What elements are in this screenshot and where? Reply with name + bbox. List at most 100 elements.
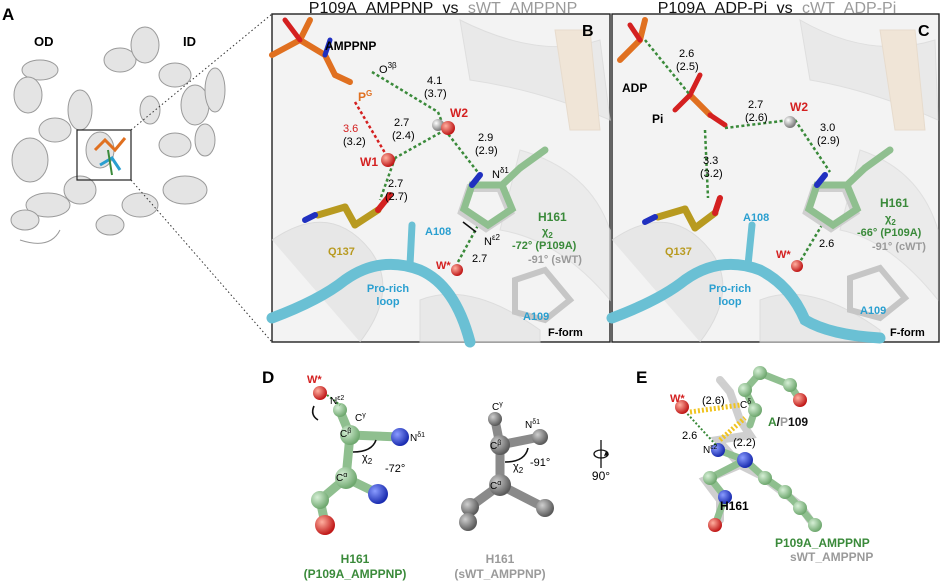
protein-cartoon: [10, 26, 226, 236]
title-b-main: P109A_AMPPNP: [309, 0, 433, 17]
h161-label-b: H161: [538, 210, 567, 224]
w2-label: W2: [450, 106, 468, 120]
q137-label: Q137: [328, 246, 355, 258]
pro-rich-loop-tube-c: [606, 258, 886, 344]
loop-label-2: loop: [376, 296, 399, 308]
panel-letter-a: A: [2, 5, 14, 24]
nd1-label-d: Nδ1: [410, 432, 425, 444]
panel-b-title: P109A_AMPPNP vs sWT_AMPPNP: [309, 0, 577, 17]
dist-27c: (2.7): [385, 191, 408, 203]
label-wt-1: H161: [486, 552, 515, 566]
zoom-box: [76, 129, 132, 181]
e-dist-26: (2.6): [702, 395, 725, 407]
chi-label-d1: χ2: [362, 452, 373, 466]
chi2-label-c: χ2: [885, 213, 896, 227]
e-mutant-backbone: [703, 366, 822, 532]
dist-41: 4.1: [427, 75, 442, 87]
pg-label: PG: [358, 89, 372, 104]
hbond-lines-c: [644, 39, 832, 266]
panel-d: D W* Nε2 Cγ Cβ Cα Nδ1 χ2 -72° H161: [262, 368, 610, 581]
cb-label-d2: Cβ: [490, 440, 501, 452]
dist-24: (2.4): [392, 130, 415, 142]
panel-letter-c: C: [918, 23, 930, 40]
dist-29: 2.9: [478, 132, 493, 144]
o3b-label: O3β: [379, 61, 397, 76]
res-label-e: A/P109: [768, 415, 808, 429]
pi-label: Pi: [652, 112, 663, 126]
h161-ring-c: [802, 146, 894, 233]
loop-label-1: Pro-rich: [367, 283, 409, 295]
dist-c-29: (2.9): [817, 135, 840, 147]
a108-stick-c: [744, 221, 756, 269]
w2-sphere: [441, 121, 455, 135]
panel-b-background-ribbons: [271, 19, 611, 343]
angle-mut-b: -72° (P109A): [512, 240, 577, 252]
fform-label-c: F-form: [890, 327, 925, 339]
cb-label-d: Cβ: [340, 428, 351, 440]
loop-label-c-2: loop: [718, 296, 741, 308]
dist-27a: 2.7: [394, 117, 409, 129]
panel-a: A OD ID: [2, 5, 273, 343]
cd-label-e: Cδ: [740, 399, 751, 411]
dist-36: 3.6: [343, 123, 358, 135]
a108-label-c: A108: [743, 212, 769, 224]
e-dist-26b: 2.6: [682, 430, 697, 442]
dist-c-25: (2.5): [676, 61, 699, 73]
e-legend-wt: sWT_AMPPNP: [790, 550, 873, 564]
label-wt-2: (sWT_AMPPNP): [454, 567, 545, 581]
h161-mutant-model: [311, 403, 409, 535]
a109-gray-ring: [512, 266, 575, 324]
wstar-label-b: W*: [436, 260, 451, 272]
od-label: OD: [34, 34, 54, 49]
wstar-sphere-c: [791, 260, 803, 272]
chi2-label-b: χ2: [542, 226, 553, 240]
panel-e: E: [636, 366, 873, 564]
ne2-label-d: Nε2: [330, 395, 344, 407]
cg-label-d: Cγ: [355, 412, 366, 424]
panel-b: P109A_AMPPNP vs sWT_AMPPNP B AMPPNP O3β …: [266, 0, 611, 348]
cg-label-d2: Cγ: [492, 401, 503, 413]
dist-29b: (2.9): [475, 145, 498, 157]
chi-arrow-d2: [504, 447, 529, 463]
a109-gray-ring-c: [847, 264, 910, 322]
amppnp-label: AMPPNP: [325, 39, 376, 53]
pro-rich-loop-tube: [266, 258, 476, 348]
w2-label-c: W2: [790, 100, 808, 114]
id-label: ID: [183, 34, 196, 49]
adp-label: ADP: [622, 81, 647, 95]
amppnp-sticks: [269, 17, 353, 85]
h161-wt-model: [459, 412, 554, 531]
wstar-hbond-d: [326, 394, 341, 406]
a108-stick: [406, 221, 416, 269]
dist-c-27: 2.7: [748, 99, 763, 111]
e-legend-mut: P109A_AMPPNP: [775, 536, 870, 550]
chi-arrow-d1: [352, 439, 377, 453]
label-mut-2: (P109A_AMPPNP): [304, 567, 407, 581]
ca-label-d2: Cα: [490, 480, 501, 492]
dist-c-26c: 2.6: [819, 238, 834, 250]
panel-letter-d: D: [262, 368, 274, 387]
loop-strand: [19, 229, 61, 244]
ne2-label-e: Nε2: [703, 444, 717, 456]
e-green-dash: [681, 407, 717, 446]
q137-sticks: [302, 192, 393, 229]
e-yellow-dash-1: [689, 402, 741, 415]
wstar-sphere-e: [675, 400, 689, 414]
h161-label-c: H161: [880, 196, 909, 210]
zoom-line-bottom: [130, 179, 273, 343]
panel-letter-e: E: [636, 368, 647, 387]
adp-sticks: [617, 17, 728, 128]
angle-mut-c: -66° (P109A): [857, 227, 922, 239]
angle-d1: -72°: [385, 463, 405, 475]
wstar-sphere-b: [451, 264, 463, 276]
dist-c-26b: (2.6): [745, 112, 768, 124]
panel-c-title: P109A_ADP-Pi vs cWT_ADP-Pi: [658, 0, 897, 17]
w2-sphere-c: [784, 116, 796, 128]
e-yellow-dash-2: [718, 416, 747, 442]
dist-32: (3.2): [343, 136, 366, 148]
ligand-sticks: [93, 137, 127, 176]
dist-c-26: 2.6: [679, 48, 694, 60]
dist-c-33: 3.3: [703, 155, 718, 167]
wstar-label-c: W*: [776, 249, 791, 261]
